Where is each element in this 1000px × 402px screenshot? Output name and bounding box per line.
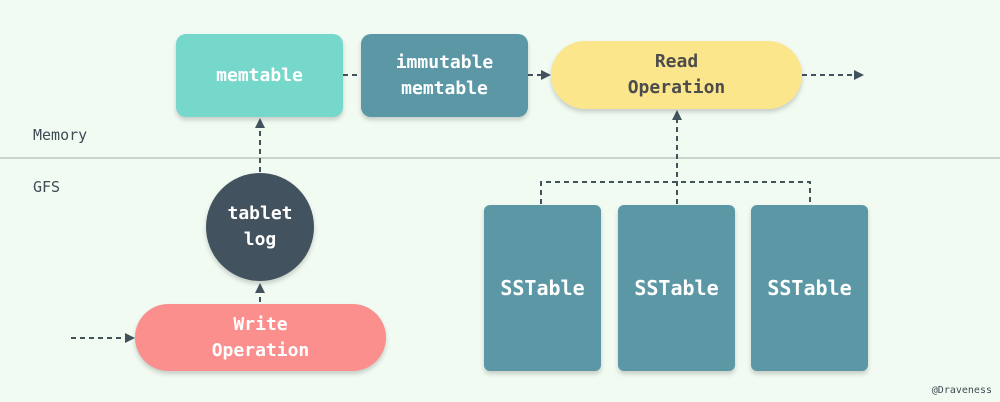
memtable-node: memtable <box>176 34 343 117</box>
author-credit: @Draveness <box>931 385 992 396</box>
gfs-zone-label: GFS <box>33 178 61 196</box>
write-operation-node: Write Operation <box>135 304 386 371</box>
sstable-node: SSTable <box>484 205 601 371</box>
tablet-log-node: tablet log <box>206 173 314 281</box>
immutable-memtable-node: immutable memtable <box>361 34 528 117</box>
sstable-node: SSTable <box>618 205 735 371</box>
sstable-merge-bracket <box>540 181 811 204</box>
read-operation-node: Read Operation <box>551 41 802 109</box>
sstable-node: SSTable <box>751 205 868 371</box>
memory-zone-label: Memory <box>33 126 88 144</box>
